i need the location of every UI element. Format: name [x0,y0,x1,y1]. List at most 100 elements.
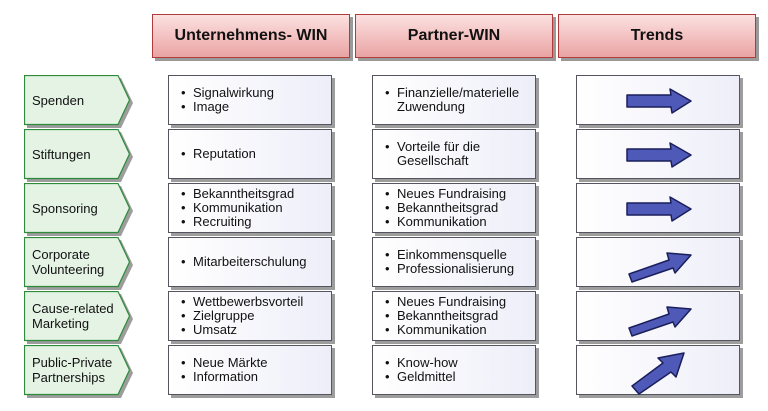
company-win-list: SignalwirkungImage [181,86,274,115]
row-label-lines: Sponsoring [32,201,98,216]
arrow-shape [626,196,692,222]
partner-win-item: Bekanntheitsgrad [385,309,506,324]
chevron-shape [24,345,131,396]
arrow-shape [628,252,692,283]
row-label: Sponsoring [24,183,133,236]
row-label-lines: Spenden [32,93,84,108]
trend-cell [576,183,740,233]
row-label-line: Partnerships [32,370,105,385]
row-label-line: Spenden [32,92,85,108]
arrow-shape [631,352,685,395]
arrow-shape [626,88,692,114]
company-win-item: Reputation [181,147,256,162]
chevron-pentagon-icon [24,291,133,344]
trend-arrow-icon [626,88,692,114]
partner-win-item: Neues Fundraising [385,295,506,310]
company-win-cell: WettbewerbsvorteilZielgruppeUmsatz [168,291,332,341]
trend-arrow-icon [631,352,685,395]
header-company-label: Unternehmens- WIN [174,27,328,44]
company-win-item: Umsatz [181,323,303,338]
company-win-item: Information [181,370,267,385]
partner-win-list: Vorteile für die Gesellschaft [385,140,535,168]
header-partner-label: Partner-WIN [407,27,501,44]
row-label-line: Marketing [32,316,90,331]
partner-win-list: Know-howGeldmittel [385,356,458,385]
header-trends-label: Trends [630,27,684,44]
partner-win-item: Geldmittel [385,370,458,385]
company-win-cell: Reputation [168,129,332,179]
header-company: Unternehmens- WIN [152,14,350,58]
company-win-item: Kommunikation [181,201,294,216]
company-win-list: Neue MärkteInformation [181,356,267,385]
partner-win-item: Kommunikation [385,215,506,230]
header-trends: Trends [558,14,756,58]
chevron-pentagon-icon [24,129,133,182]
partner-win-item: Neues Fundraising [385,187,506,202]
company-win-item: Neue Märkte [181,356,267,371]
partner-win-item: Vorteile für die Gesellschaft [385,140,535,168]
chevron-pentagon-icon [24,345,133,398]
trend-cell [576,75,740,125]
chevron-shape [24,183,131,234]
row-label-line: Corporate [32,247,90,262]
partner-win-cell: Vorteile für die Gesellschaft [372,129,536,179]
company-win-list: BekanntheitsgradKommunikationRecruiting [181,187,294,230]
partner-win-cell: EinkommensquelleProfessionalisierung [372,237,536,287]
company-win-list: WettbewerbsvorteilZielgruppeUmsatz [181,295,303,338]
partner-win-item: Finanzielle/materielle Zuwendung [385,86,535,114]
partner-win-cell: Neues FundraisingBekanntheitsgradKommuni… [372,291,536,341]
row-label-line: Cause-related [32,301,114,316]
partner-win-cell: Neues FundraisingBekanntheitsgradKommuni… [372,183,536,233]
arrow-shape [628,306,692,337]
company-win-cell: Mitarbeiterschulung [168,237,332,287]
partner-win-item: Professionalisierung [385,262,514,277]
partner-win-list: Finanzielle/materielle Zuwendung [385,86,535,114]
trend-cell [576,345,740,395]
chevron-shape [24,291,131,342]
partner-win-item: Know-how [385,356,458,371]
chevron-shape [24,237,131,288]
chevron-pentagon-icon [24,237,133,290]
company-win-list: Mitarbeiterschulung [181,255,306,270]
row-label: Stiftungen [24,129,133,182]
company-win-cell: BekanntheitsgradKommunikationRecruiting [168,183,332,233]
partner-win-list: Neues FundraisingBekanntheitsgradKommuni… [385,295,506,338]
company-win-list: Reputation [181,147,256,162]
chevron-pentagon-icon [24,183,133,236]
trend-arrow-icon [626,196,692,222]
partner-win-list: EinkommensquelleProfessionalisierung [385,248,514,277]
company-win-item: Mitarbeiterschulung [181,255,306,270]
row-label: Spenden [24,75,133,128]
company-win-item: Signalwirkung [181,86,274,101]
header-partner: Partner-WIN [355,14,553,58]
company-win-cell: SignalwirkungImage [168,75,332,125]
trend-cell [576,129,740,179]
trend-cell [576,237,740,287]
company-win-item: Image [181,100,274,115]
row-label-lines: Stiftungen [32,147,91,162]
chevron-shape [24,75,131,126]
chevron-pentagon-icon [24,75,133,128]
row-label-line: Stiftungen [32,146,91,162]
partner-win-cell: Finanzielle/materielle Zuwendung [372,75,536,125]
trend-arrow-icon [626,142,692,168]
company-win-item: Recruiting [181,215,294,230]
trend-cell [576,291,740,341]
partner-win-cell: Know-howGeldmittel [372,345,536,395]
partner-win-item: Einkommensquelle [385,248,514,263]
company-win-item: Wettbewerbsvorteil [181,295,303,310]
arrow-shape [626,142,692,168]
row-label-text: Spenden [32,75,124,125]
row-label-line: Volunteering [32,262,105,277]
chevron-shape [24,129,131,180]
partner-win-item: Kommunikation [385,323,506,338]
company-win-cell: Neue MärkteInformation [168,345,332,395]
row-label-line: Sponsoring [32,200,98,216]
